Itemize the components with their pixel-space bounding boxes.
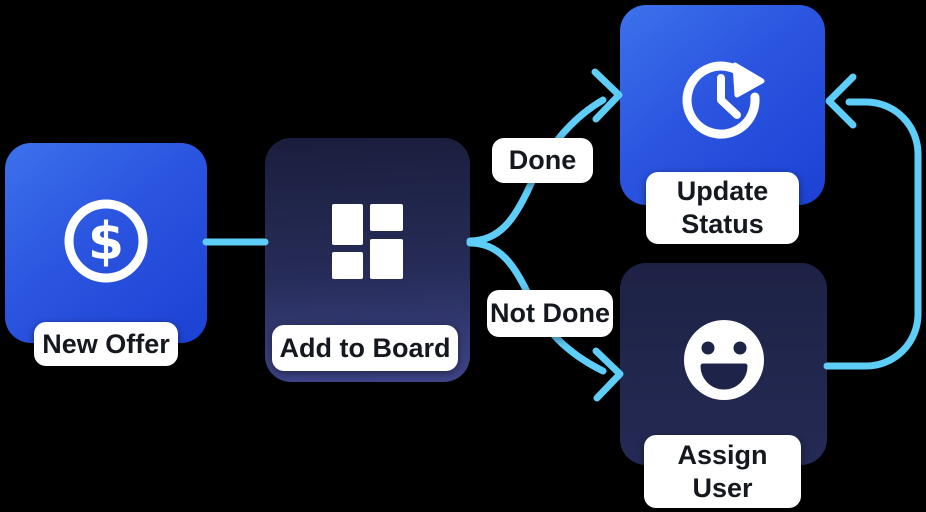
node-update-status[interactable] [620,5,825,205]
svg-text:$: $ [88,212,124,272]
arrowhead-not-done-icon [592,347,624,402]
node-assign-user[interactable] [620,263,827,465]
dollar-circle-icon: $ [64,199,148,283]
node-new-offer[interactable]: $ [5,143,207,343]
smiley-face-icon [683,320,764,400]
kanban-board-icon [332,203,403,279]
node-label-update-status: Update Status [646,172,799,244]
clock-refresh-icon [682,61,764,139]
edge-assign-user-to-update-status [823,98,922,370]
edge-label-not-done: Not Done [487,290,613,337]
edge-label-done: Done [492,138,593,183]
node-label-new-offer: New Offer [34,322,178,366]
arrowhead-loop-icon [825,73,857,129]
node-label-assign-user: Assign User [644,435,801,508]
arrowhead-done-icon [591,68,623,123]
node-label-add-to-board: Add to Board [272,325,458,371]
